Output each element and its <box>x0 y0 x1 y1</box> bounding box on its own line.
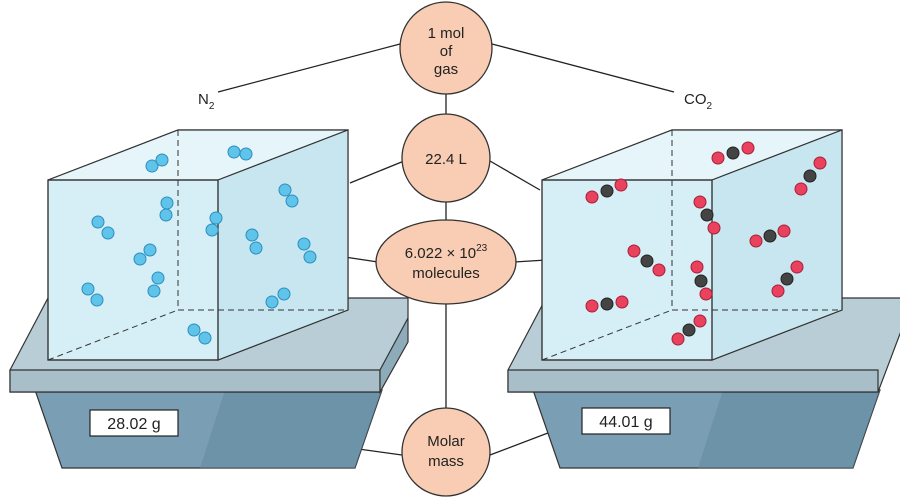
moles-line1: 1 mol <box>428 25 465 42</box>
n2-mass-readout: 28.02 g <box>89 409 179 437</box>
moles-node: 1 mol of gas <box>399 1 493 95</box>
n2-molecule <box>297 237 317 264</box>
volume-value: 22.4 L <box>425 151 467 168</box>
n2-molecule <box>245 228 263 255</box>
molecules-node: 6.022 × 1023 molecules <box>375 219 517 305</box>
co2-molecule <box>771 260 804 298</box>
co2-molecule <box>627 244 666 277</box>
co2-molecule <box>585 295 629 313</box>
co2-label: CO2 <box>684 91 713 112</box>
n2-molecule <box>205 211 223 237</box>
n2-molecule <box>133 243 157 266</box>
co2-molecule <box>585 178 628 204</box>
n2-molecule <box>265 287 291 309</box>
n2-molecules <box>81 145 317 345</box>
molecules-unit: molecules <box>412 265 480 282</box>
co2-molecule <box>671 314 707 346</box>
co2-molecules <box>585 141 827 346</box>
moles-line2: of <box>440 43 453 60</box>
co2-molecule <box>794 156 827 196</box>
n2-molecule <box>145 153 169 173</box>
co2-mass-readout: 44.01 g <box>581 407 671 435</box>
n2-molecule <box>81 282 104 307</box>
co2-molecule <box>711 141 755 165</box>
n2-mass-value: 28.02 g <box>107 416 160 433</box>
co2-molecule <box>693 195 721 235</box>
n2-molecule <box>91 215 115 240</box>
n2-molecule <box>278 183 299 208</box>
volume-node: 22.4 L <box>401 113 491 203</box>
co2-mass-value: 44.01 g <box>599 414 652 431</box>
avogadro-number: 6.022 × 1023 <box>405 243 488 262</box>
n2-molecule <box>187 323 212 345</box>
n2-molecule <box>227 145 253 161</box>
co2-molecule <box>690 260 713 301</box>
co2-molecule <box>749 224 791 248</box>
molar-mass-line2: mass <box>428 453 464 470</box>
n2-molecule <box>159 196 174 222</box>
moles-line3: gas <box>434 61 458 78</box>
n2-molecule <box>147 271 165 298</box>
molar-mass-line1: Molar <box>427 433 465 450</box>
n2-label: N2 <box>198 91 215 112</box>
molar-mass-node: Molar mass <box>401 407 491 497</box>
